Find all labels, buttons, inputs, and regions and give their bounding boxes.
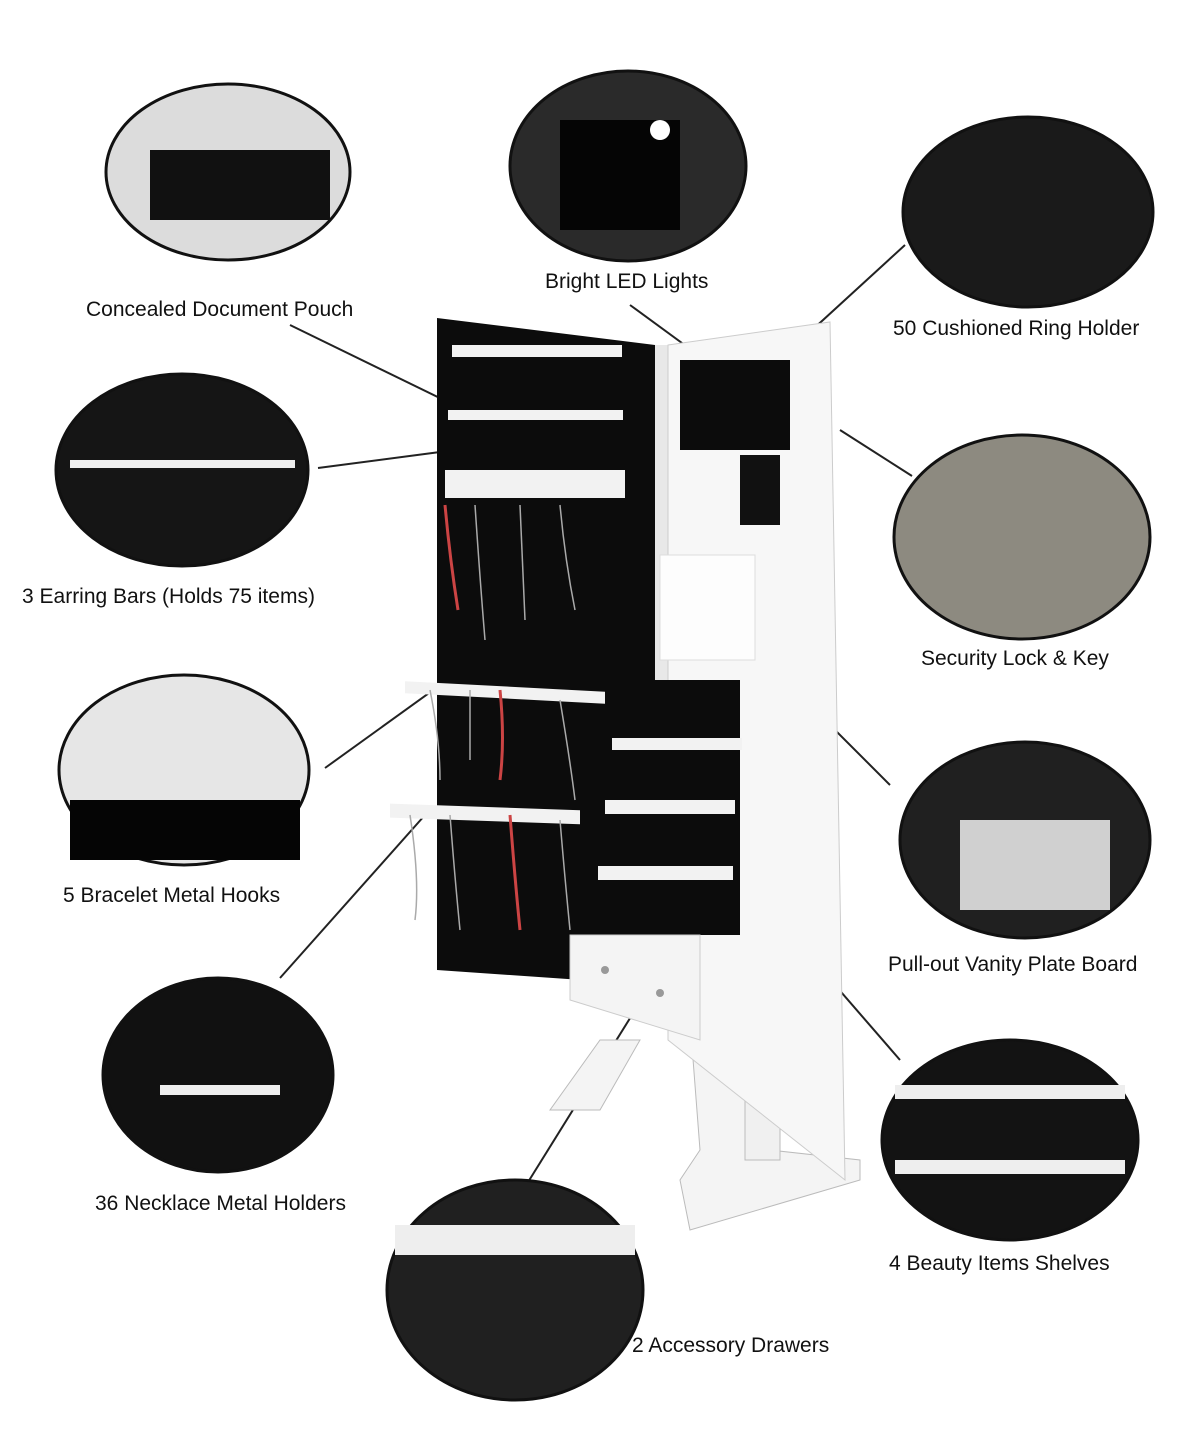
label-accessory-drawers: 2 Accessory Drawers: [632, 1334, 830, 1357]
label-vanity-board: Pull-out Vanity Plate Board: [888, 953, 1138, 976]
label-earring-bars: 3 Earring Bars (Holds 75 items): [22, 585, 315, 608]
label-document-pouch: Concealed Document Pouch: [86, 298, 354, 321]
label-security-lock: Security Lock & Key: [921, 647, 1109, 670]
label-led-lights: Bright LED Lights: [545, 270, 709, 293]
jewelry-cabinet: [390, 318, 861, 1231]
label-necklace-holders: 36 Necklace Metal Holders: [95, 1192, 346, 1215]
label-beauty-shelves: 4 Beauty Items Shelves: [889, 1252, 1110, 1275]
label-bracelet-hooks: 5 Bracelet Metal Hooks: [63, 884, 281, 907]
label-ring-holder: 50 Cushioned Ring Holder: [893, 317, 1140, 340]
